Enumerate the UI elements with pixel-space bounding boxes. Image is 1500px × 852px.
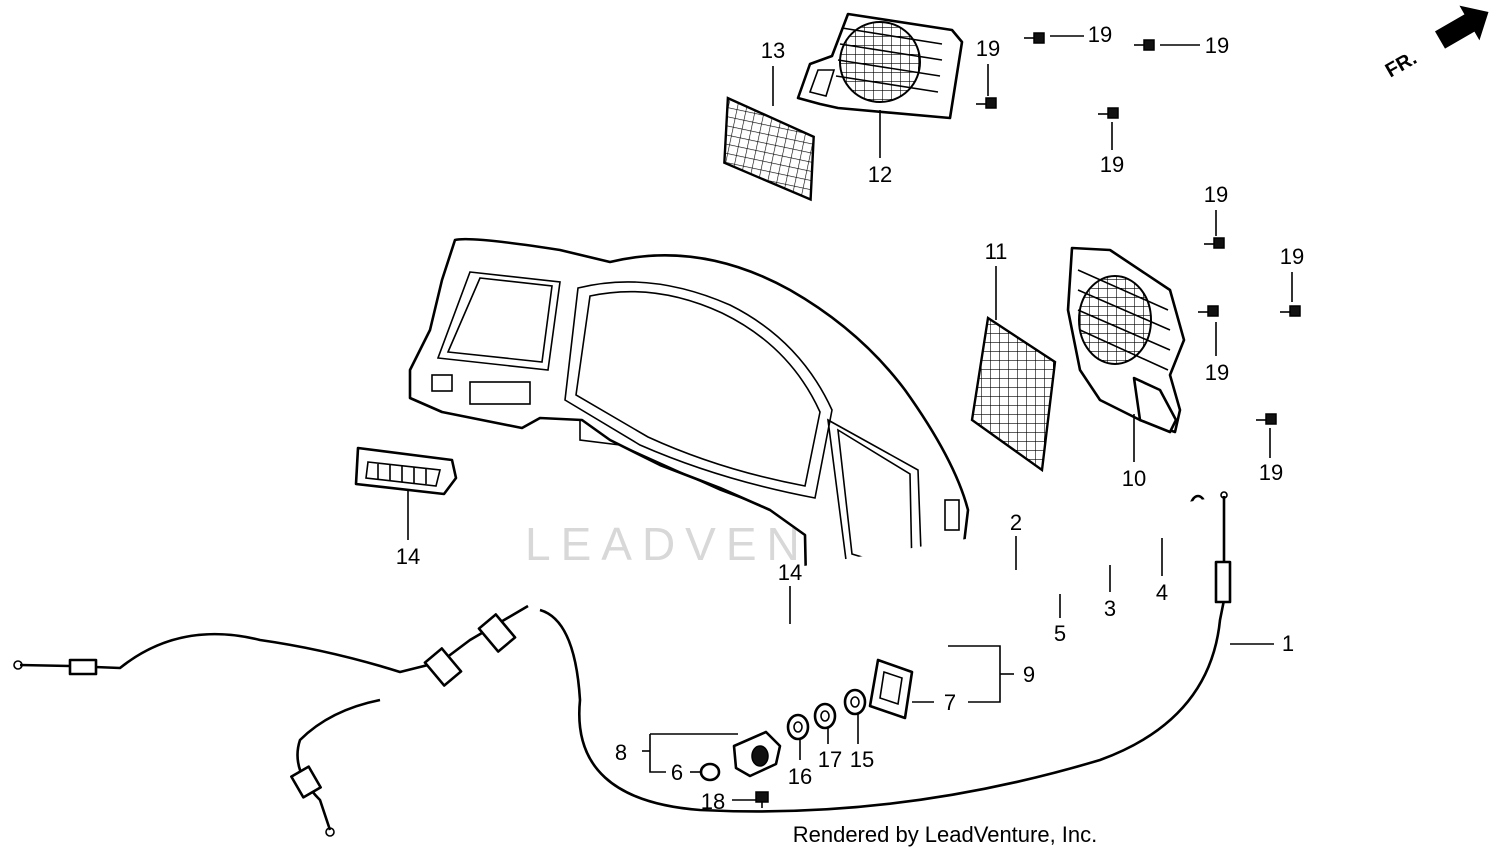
callout-1: 1 bbox=[1282, 631, 1294, 656]
callout-19-g: 19 bbox=[1205, 360, 1229, 385]
plate-7 bbox=[868, 658, 914, 720]
speaker-housing-12 bbox=[796, 12, 964, 120]
callout-8: 8 bbox=[615, 740, 627, 765]
callout-14-left: 14 bbox=[396, 544, 420, 569]
cable-1 bbox=[539, 491, 1232, 813]
speaker-housing-10 bbox=[1066, 246, 1186, 434]
air-vent-14-left bbox=[354, 446, 458, 496]
knob-8 bbox=[732, 730, 782, 778]
callout-3: 3 bbox=[1104, 596, 1116, 621]
callout-19-a: 19 bbox=[976, 36, 1000, 61]
callout-19-h: 19 bbox=[1259, 460, 1283, 485]
callout-13: 13 bbox=[761, 38, 785, 63]
nut-16 bbox=[786, 713, 810, 741]
callout-7: 7 bbox=[944, 690, 956, 715]
callout-18: 18 bbox=[701, 789, 725, 814]
washer-6 bbox=[699, 762, 721, 782]
callout-4: 4 bbox=[1156, 580, 1168, 605]
callout-16: 16 bbox=[788, 764, 812, 789]
callout-19-d: 19 bbox=[1100, 152, 1124, 177]
callout-19-f: 19 bbox=[1280, 244, 1304, 269]
speaker-grille-13 bbox=[723, 96, 815, 202]
speaker-grille-11 bbox=[970, 315, 1057, 473]
callout-5: 5 bbox=[1054, 621, 1066, 646]
front-direction-marker: FR. bbox=[1382, 5, 1489, 82]
callout-14-lower: 14 bbox=[778, 560, 802, 585]
callout-11: 11 bbox=[985, 239, 1008, 264]
cable-left bbox=[13, 604, 529, 837]
callout-2: 2 bbox=[1010, 510, 1022, 535]
callout-19-b: 19 bbox=[1088, 22, 1112, 47]
callout-9: 9 bbox=[1023, 662, 1035, 687]
front-label: FR. bbox=[1382, 47, 1421, 82]
callout-19-e: 19 bbox=[1204, 182, 1228, 207]
washer-17 bbox=[813, 702, 837, 730]
footer-credit: Rendered by LeadVenture, Inc. bbox=[793, 822, 1098, 847]
callout-15: 15 bbox=[850, 747, 874, 772]
callout-12: 12 bbox=[868, 162, 892, 187]
leader-lines bbox=[407, 35, 1293, 801]
callout-labels: 1 2 3 4 5 6 7 8 9 10 11 12 13 14 14 15 1… bbox=[396, 22, 1304, 814]
callout-17: 17 bbox=[818, 747, 842, 772]
callout-6: 6 bbox=[671, 760, 683, 785]
callout-10: 10 bbox=[1122, 466, 1146, 491]
callout-19-c: 19 bbox=[1205, 33, 1229, 58]
screw-19 bbox=[976, 32, 1301, 425]
screw-18 bbox=[755, 791, 769, 808]
washer-15 bbox=[843, 688, 867, 716]
